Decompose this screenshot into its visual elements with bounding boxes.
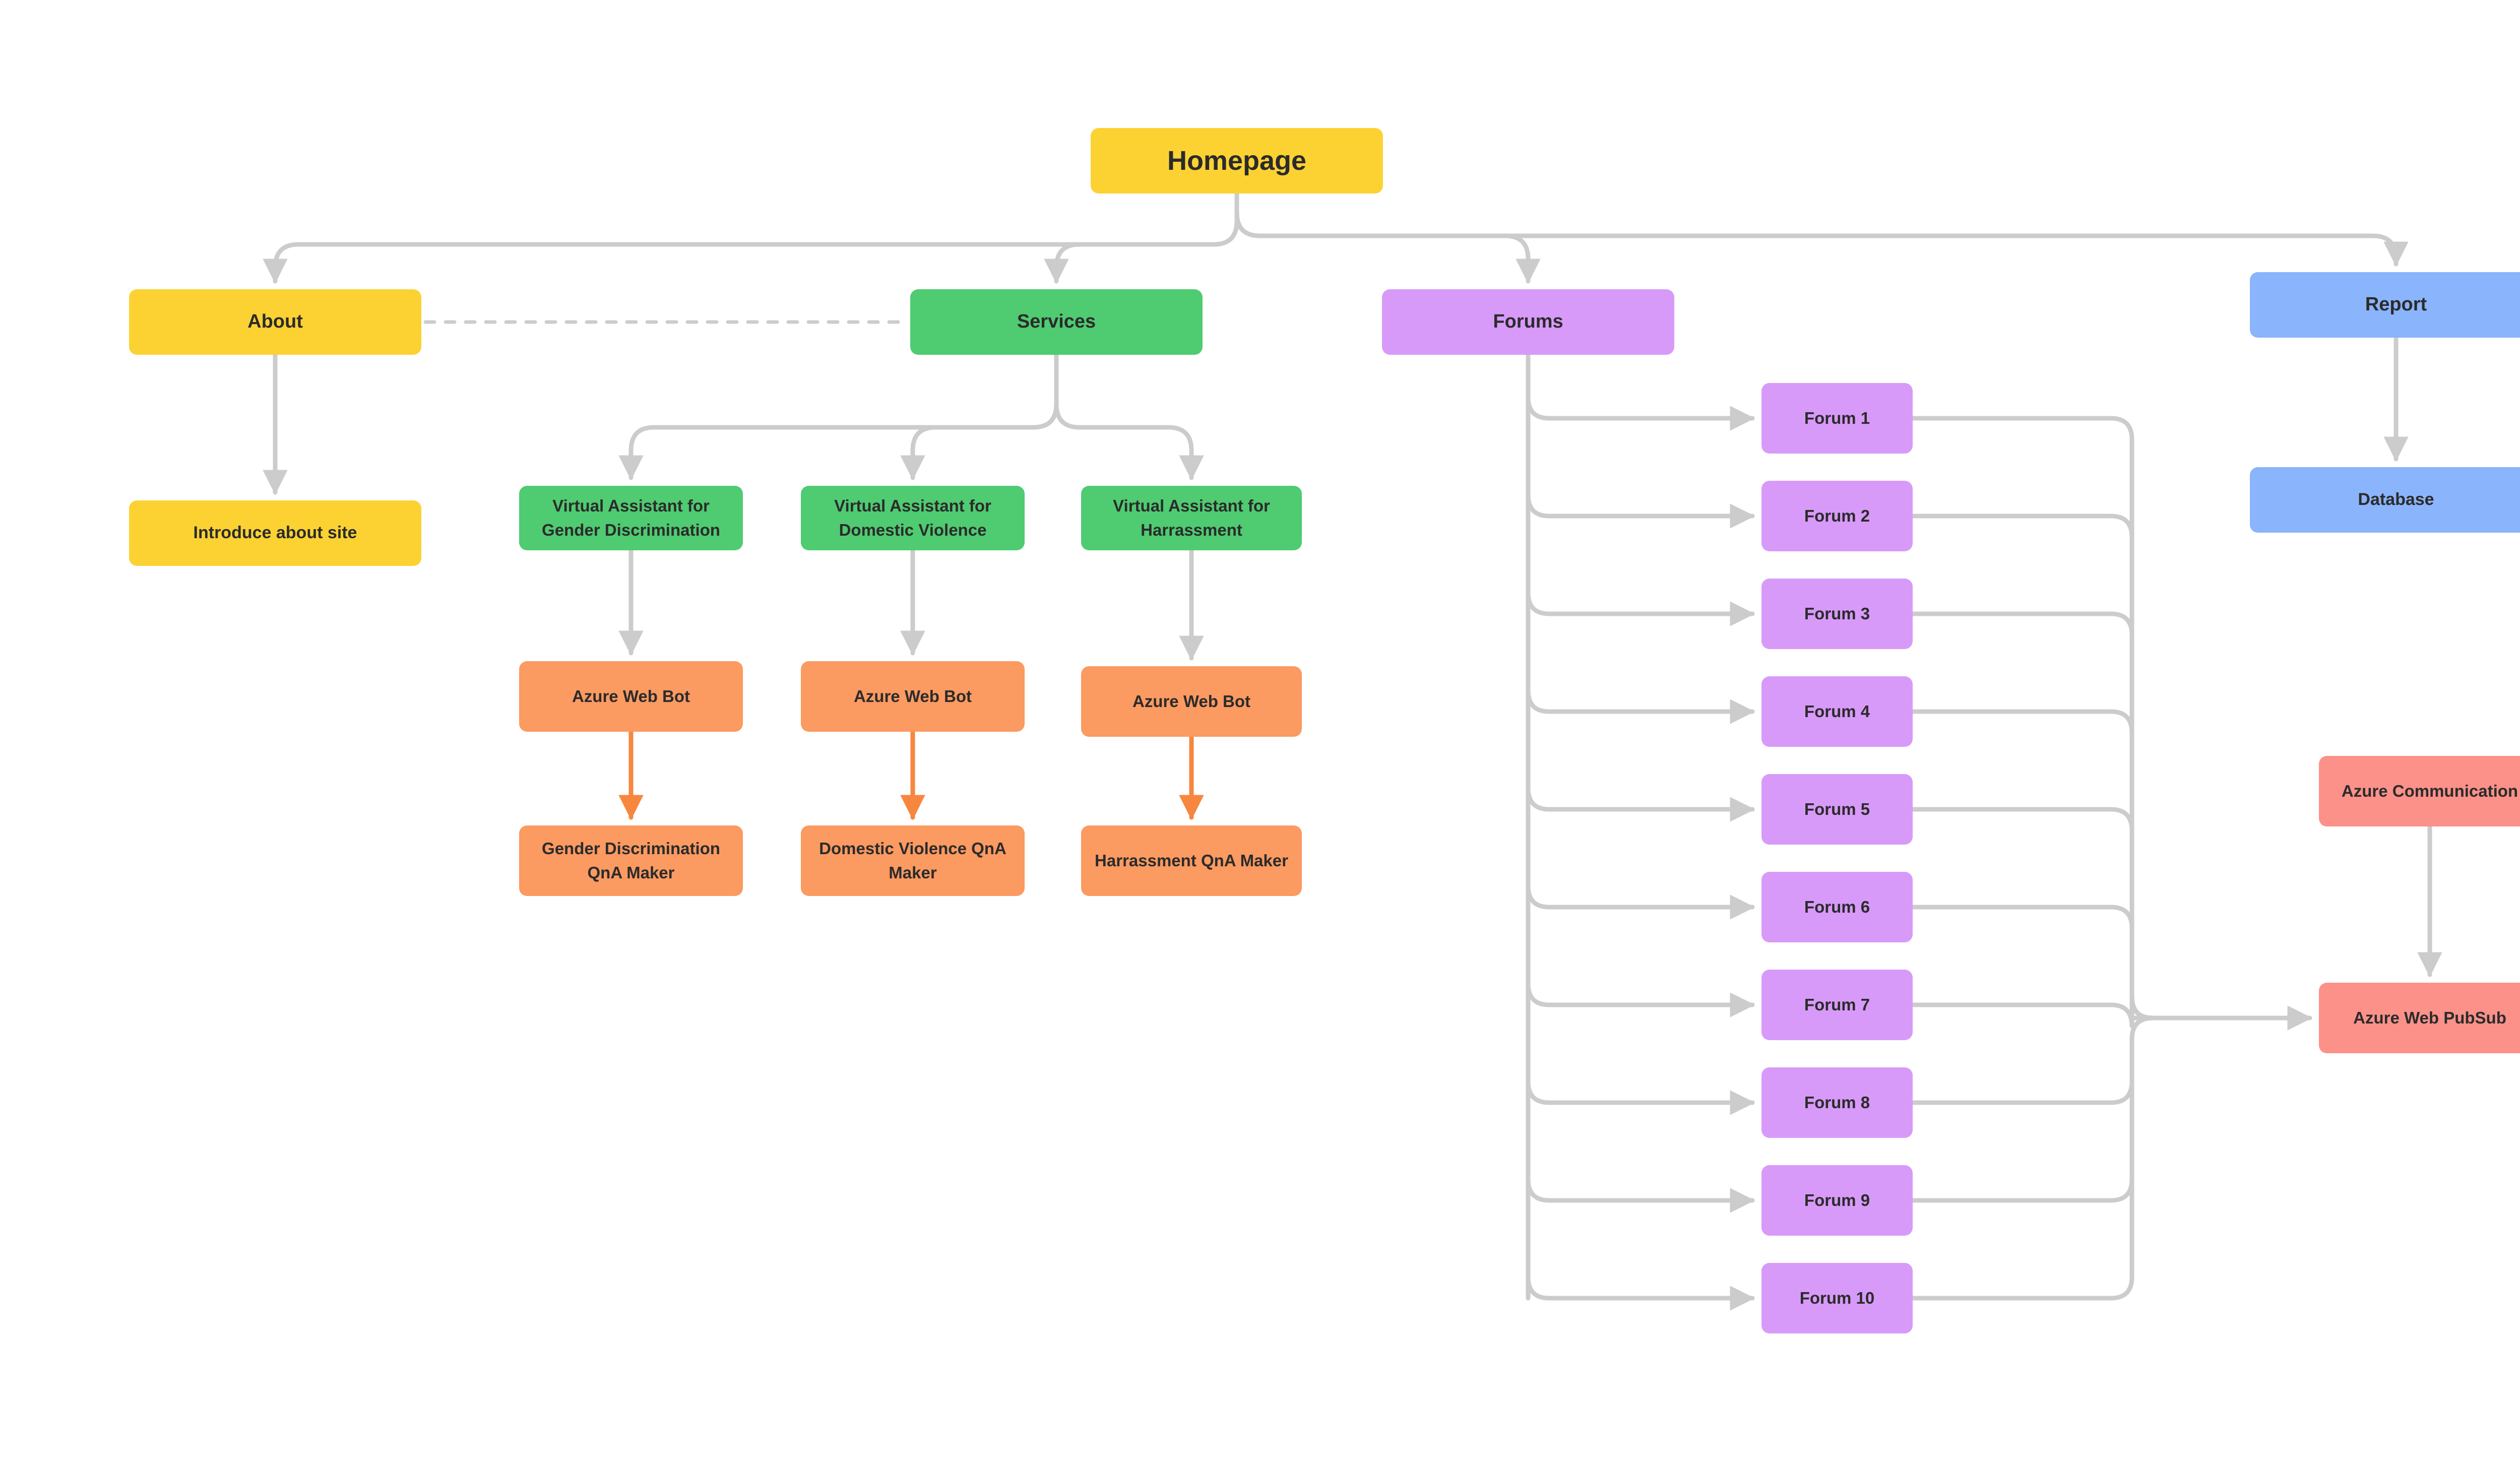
connector xyxy=(1526,1079,1755,1115)
node-forum-10[interactable]: Forum 10 xyxy=(1761,1263,1913,1333)
connector xyxy=(618,352,1059,480)
connector xyxy=(1910,905,2156,1020)
connector xyxy=(1526,883,1755,920)
node-forum-3[interactable]: Forum 3 xyxy=(1761,579,1913,649)
connector xyxy=(263,191,1239,284)
connector xyxy=(1054,352,1204,480)
node-label: Virtual Assistant for Domestic Violence xyxy=(834,496,991,539)
node-label: Azure Web Bot xyxy=(1132,692,1251,711)
node-forum-2[interactable]: Forum 2 xyxy=(1761,481,1913,551)
node-qna-domestic[interactable]: Domestic Violence QnA Maker xyxy=(801,825,1025,896)
connector xyxy=(1910,709,2156,1020)
connector xyxy=(1910,514,2156,1020)
node-label: Virtual Assistant for Harrassment xyxy=(1113,496,1270,539)
node-label: Forum 3 xyxy=(1804,604,1870,623)
node-label: Forum 9 xyxy=(1804,1191,1870,1210)
node-label: Forum 2 xyxy=(1804,506,1870,526)
node-forum-8[interactable]: Forum 8 xyxy=(1761,1067,1913,1138)
node-introduce-about-site[interactable]: Introduce about site xyxy=(129,500,421,566)
connector xyxy=(1910,611,2156,1020)
node-va-harrassment[interactable]: Virtual Assistant for Harrassment xyxy=(1081,486,1302,550)
connector xyxy=(1526,492,1755,529)
node-forum-7[interactable]: Forum 7 xyxy=(1761,970,1913,1040)
node-about[interactable]: About xyxy=(129,289,421,355)
node-services[interactable]: Services xyxy=(910,289,1203,355)
node-bot-gender[interactable]: Azure Web Bot xyxy=(519,661,743,732)
node-va-domestic[interactable]: Virtual Assistant for Domestic Violence xyxy=(801,486,1025,550)
node-homepage[interactable]: Homepage xyxy=(1091,128,1383,194)
node-label: Virtual Assistant for Gender Discriminat… xyxy=(542,496,720,539)
node-label: Forum 4 xyxy=(1804,702,1870,721)
node-report[interactable]: Report xyxy=(2250,272,2520,338)
connector xyxy=(1526,981,1755,1017)
node-label: Domestic Violence QnA Maker xyxy=(819,839,1006,882)
node-label: Azure Communication xyxy=(2341,782,2518,801)
node-label: Azure Web PubSub xyxy=(2353,1008,2506,1028)
node-label: Forum 7 xyxy=(1804,995,1870,1014)
connector xyxy=(1044,191,1239,284)
node-azure-communication[interactable]: Azure Communication xyxy=(2319,756,2520,826)
connector xyxy=(1910,1015,2156,1301)
connector xyxy=(1526,1274,1755,1311)
node-va-gender[interactable]: Virtual Assistant for Gender Discriminat… xyxy=(519,486,743,550)
node-qna-harrassment[interactable]: Harrassment QnA Maker xyxy=(1081,825,1302,896)
node-label: Introduce about site xyxy=(193,523,357,543)
connector xyxy=(1910,1015,2156,1105)
connector xyxy=(1526,590,1755,626)
connector xyxy=(1910,1015,2156,1203)
node-azure-webpubsub[interactable]: Azure Web PubSub xyxy=(2319,983,2520,1053)
node-bot-harrassment[interactable]: Azure Web Bot xyxy=(1081,666,1302,737)
node-label: Azure Web Bot xyxy=(572,687,690,706)
connector xyxy=(1910,994,2156,1029)
connector xyxy=(1910,416,2156,1020)
node-forum-5[interactable]: Forum 5 xyxy=(1761,774,1913,845)
node-qna-gender[interactable]: Gender Discrimination QnA Maker xyxy=(519,825,743,896)
node-label: Report xyxy=(2365,294,2427,315)
node-bot-domestic[interactable]: Azure Web Bot xyxy=(801,661,1025,732)
connector xyxy=(1526,1177,1755,1213)
node-forums[interactable]: Forums xyxy=(1382,289,1674,355)
node-label: Forum 6 xyxy=(1804,898,1870,917)
node-forum-4[interactable]: Forum 4 xyxy=(1761,676,1913,747)
connector xyxy=(1526,395,1755,431)
node-label: About xyxy=(247,311,303,333)
node-label: Forum 8 xyxy=(1804,1093,1870,1112)
node-label: Database xyxy=(2358,490,2434,509)
connector xyxy=(1526,786,1755,822)
node-label: Azure Web Bot xyxy=(853,687,972,706)
node-label: Forum 1 xyxy=(1804,409,1870,428)
node-forum-1[interactable]: Forum 1 xyxy=(1761,383,1913,454)
node-label: Harrassment QnA Maker xyxy=(1095,851,1288,870)
node-label: Homepage xyxy=(1167,145,1307,176)
connector xyxy=(1526,688,1755,724)
node-label: Services xyxy=(1017,311,1096,333)
node-forum-6[interactable]: Forum 6 xyxy=(1761,872,1913,942)
node-label: Gender Discrimination QnA Maker xyxy=(542,839,720,882)
node-label: Forum 5 xyxy=(1804,800,1870,819)
node-forum-9[interactable]: Forum 9 xyxy=(1761,1165,1913,1236)
node-database[interactable]: Database xyxy=(2250,467,2520,533)
node-label: Forums xyxy=(1493,311,1563,333)
connector xyxy=(1910,807,2156,1020)
connector xyxy=(1234,191,2409,267)
connector xyxy=(900,352,1059,480)
node-label: Forum 10 xyxy=(1799,1289,1875,1308)
